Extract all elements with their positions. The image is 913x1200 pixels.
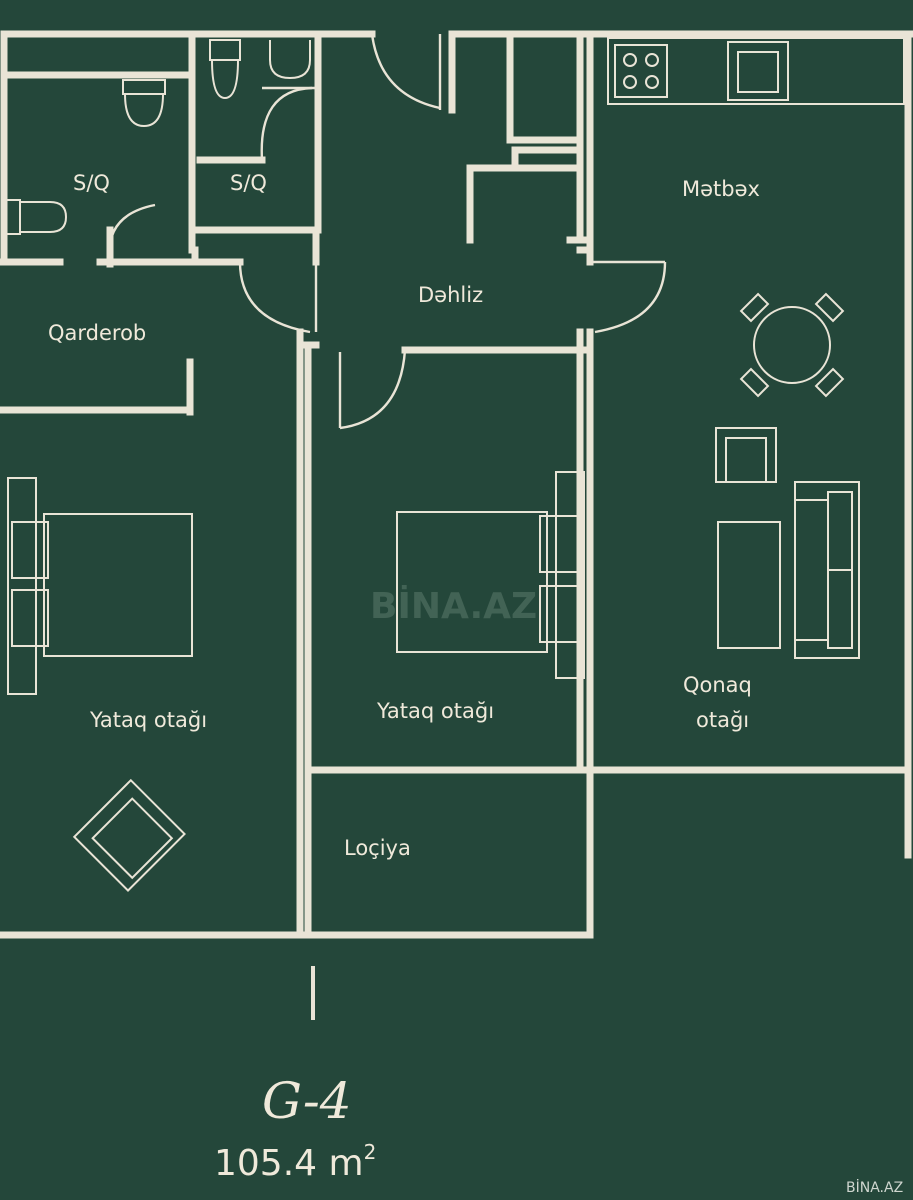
unit-code: G-4	[262, 1072, 352, 1130]
room-label-sq1: S/Q	[73, 171, 110, 195]
walls	[0, 30, 913, 939]
room-label-bedroom2: Yataq otağı	[376, 699, 494, 723]
room-label-living-2: otağı	[696, 708, 749, 732]
watermark: BİNA.AZ	[370, 585, 537, 627]
footer-watermark: BİNA.AZ	[846, 1178, 903, 1196]
room-label-loggia: Loçiya	[344, 836, 411, 860]
unit-area: 105.4 m2	[214, 1140, 376, 1184]
unit-area-sup: 2	[364, 1140, 377, 1164]
room-label-wardrobe: Qarderob	[48, 321, 146, 345]
unit-area-value: 105.4 m	[214, 1143, 364, 1184]
room-label-sq2: S/Q	[230, 171, 267, 195]
room-label-kitchen: Mətbəx	[682, 177, 760, 201]
doors	[108, 33, 667, 430]
room-label-bedroom1: Yataq otağı	[89, 708, 207, 732]
fixtures	[5, 37, 905, 1020]
room-label-hall: Dəhliz	[418, 283, 483, 307]
room-label-living-1: Qonaq	[683, 673, 752, 697]
